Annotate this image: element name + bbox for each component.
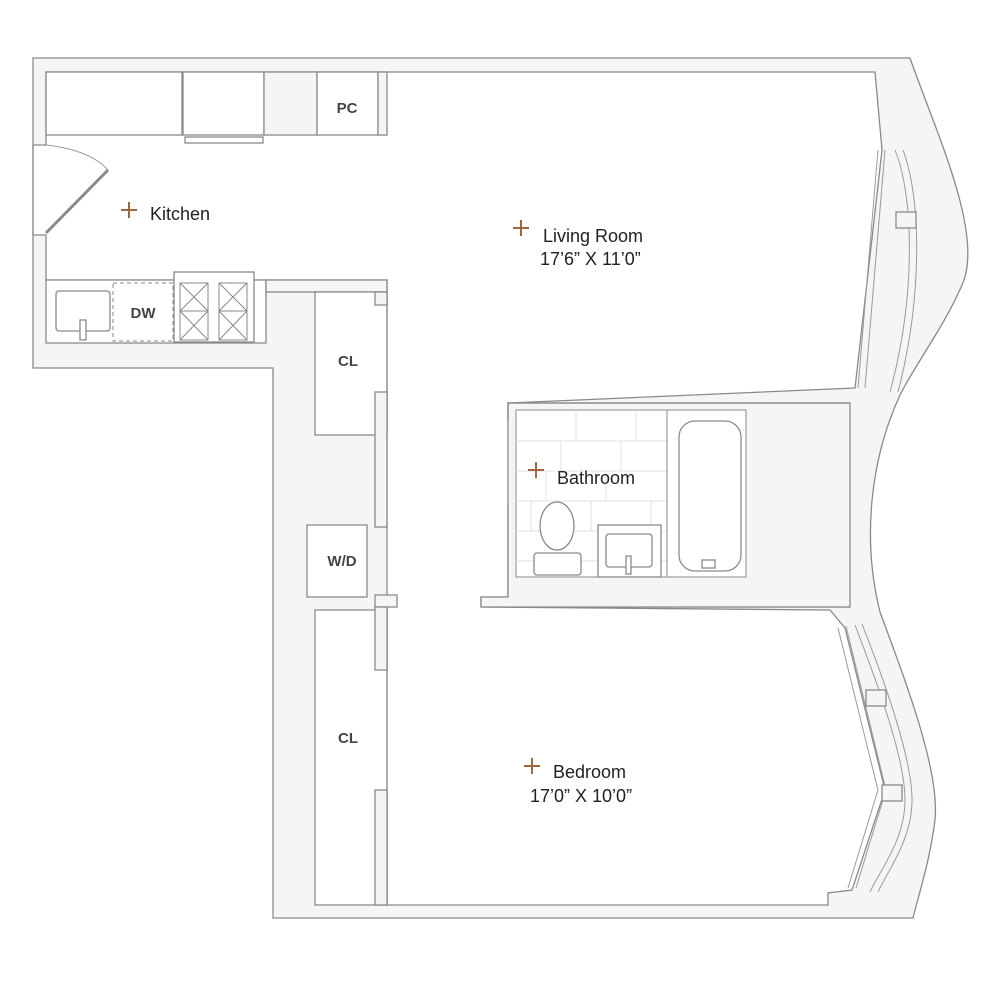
pantry-closet <box>316 71 379 136</box>
toilet-bowl <box>539 501 575 551</box>
bedroom-marker-icon <box>524 758 540 774</box>
refrigerator <box>182 71 265 136</box>
living-room-dimensions: 17’6” X 11’0” <box>540 249 641 269</box>
closet-upper-label: CL <box>338 353 358 370</box>
toilet-tank <box>533 552 582 576</box>
kitchen-door-swing <box>45 144 109 171</box>
refrigerator-door <box>184 136 264 144</box>
sink-faucet-icon <box>79 319 87 341</box>
bathroom-label: Bathroom <box>557 468 635 488</box>
bedroom-label: Bedroom <box>553 762 626 782</box>
bathroom-faucet-icon <box>625 555 632 575</box>
upper-counter <box>45 71 183 136</box>
living-room-windows <box>857 149 918 393</box>
kitchen-label: Kitchen <box>150 204 210 224</box>
closet-lower-label: CL <box>338 730 358 747</box>
bathtub <box>678 420 742 572</box>
kitchen-marker-icon <box>121 202 137 218</box>
bedroom-dimensions: 17’0” X 10’0” <box>530 786 632 806</box>
dishwasher <box>112 282 174 342</box>
stove-burners-icon <box>179 282 248 341</box>
kitchen-door[interactable] <box>44 168 110 235</box>
stove <box>173 271 255 343</box>
washer-dryer-label: W/D <box>327 553 356 570</box>
pantry-closet-label: PC <box>337 100 358 117</box>
living-room-label: Living Room <box>543 226 643 246</box>
living-room-marker-icon <box>513 220 529 236</box>
dishwasher-label: DW <box>131 305 157 322</box>
washer-dryer <box>306 524 368 598</box>
bedroom-windows <box>837 623 913 893</box>
bathroom-marker-icon <box>528 462 544 478</box>
tub-faucet-icon <box>701 559 716 569</box>
